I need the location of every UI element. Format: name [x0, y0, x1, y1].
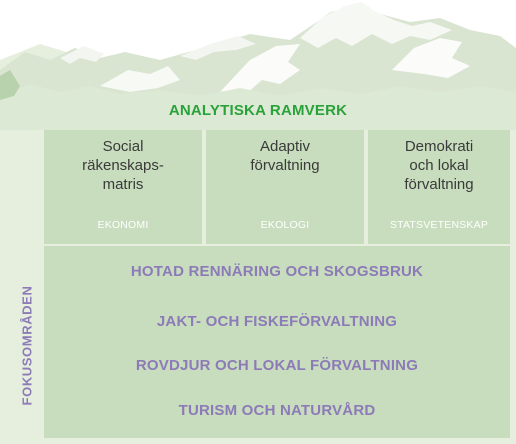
focus-areas-panel: HOTAD RENNÄRING OCH SKOGSBRUK JAKT- OCH … — [44, 246, 510, 438]
focus-area-item: ROVDJUR OCH LOKAL FÖRVALTNING — [135, 357, 419, 374]
framework-title: ANALYTISKA RAMVERK — [168, 101, 348, 119]
focus-areas-label: FOKUSOMRÅDEN — [14, 252, 40, 438]
column-discipline: EKONOMI — [97, 219, 149, 231]
framework-column-2: Adaptiv förvaltning EKOLOGI — [206, 130, 364, 244]
column-title: Adaptiv förvaltning — [250, 138, 320, 174]
focus-areas-label-text: FOKUSOMRÅDEN — [19, 285, 35, 405]
column-discipline: STATSVETENSKAP — [389, 219, 489, 231]
column-title: Social räkenskaps- matris — [82, 138, 164, 193]
framework-column-1: Social räkenskaps- matris EKONOMI — [44, 130, 202, 244]
focus-area-item: TURISM OCH NATURVÅRD — [178, 402, 376, 419]
focus-area-item: HOTAD RENNÄRING OCH SKOGSBRUK — [130, 263, 424, 280]
column-discipline: EKOLOGI — [260, 219, 310, 231]
framework-column-3: Demokrati och lokal förvaltning STATSVET… — [368, 130, 510, 244]
column-title: Demokrati och lokal förvaltning — [404, 138, 474, 193]
focus-area-item: JAKT- OCH FISKEFÖRVALTNING — [156, 313, 398, 330]
